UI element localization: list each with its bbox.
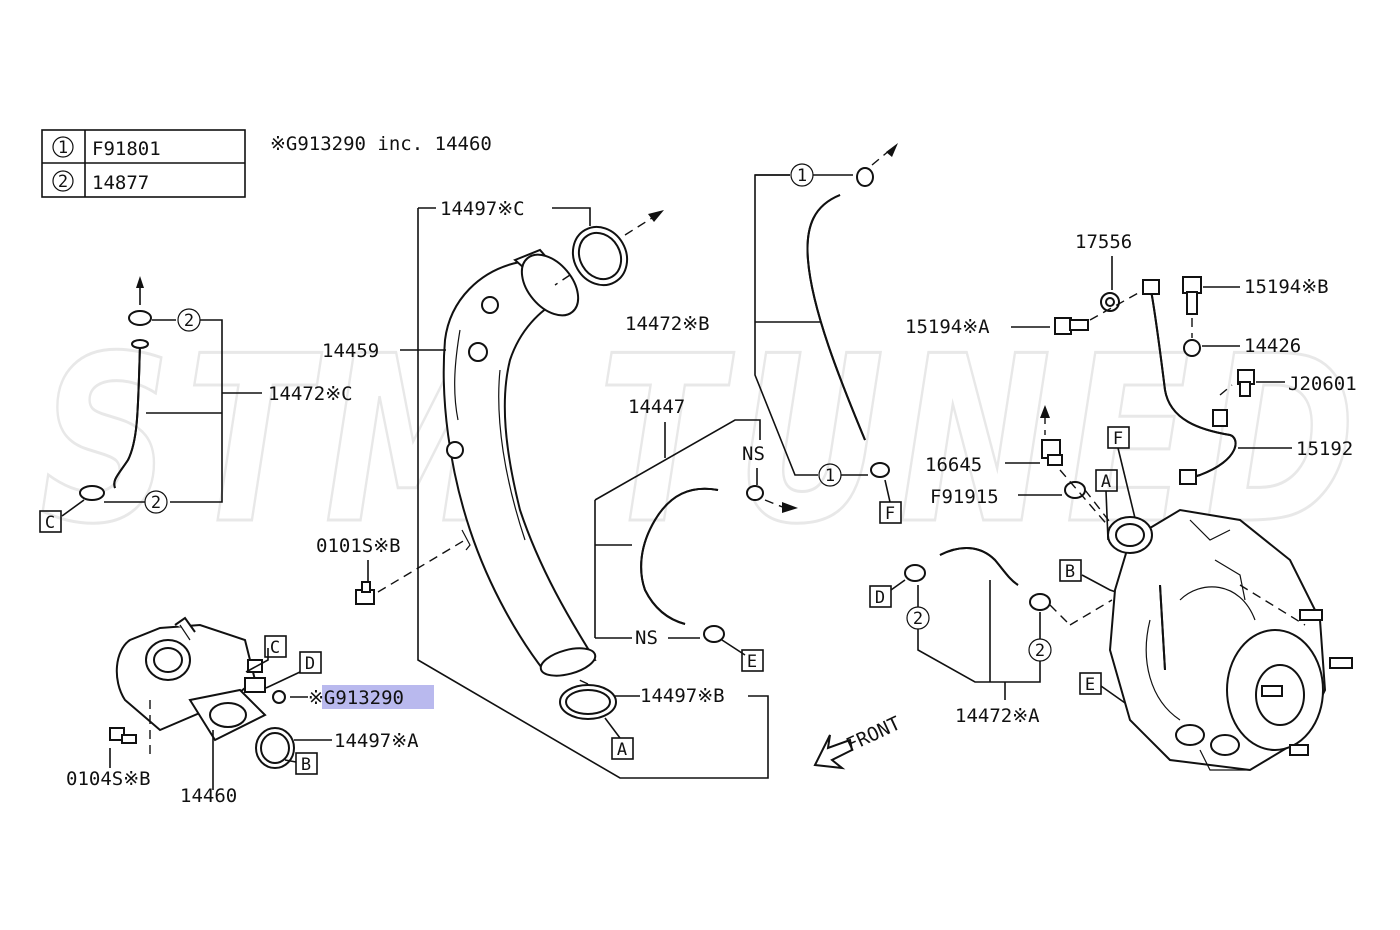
box-a-center: A	[617, 740, 627, 760]
circled-1-top: 1	[797, 166, 807, 186]
label-f91915: F91915	[930, 486, 999, 508]
washer-14426	[1183, 339, 1201, 357]
label-14497b: 14497※B	[640, 685, 725, 707]
bolt-0101sb	[355, 581, 375, 605]
pipe-14459	[442, 248, 597, 677]
legend-part-1: F91801	[92, 138, 161, 160]
hose-14472c	[79, 276, 152, 501]
part-14460-housing	[115, 616, 267, 742]
legend-table: 1 F91801 2 14877	[41, 129, 246, 198]
box-c-left: C	[45, 513, 55, 533]
label-14426: 14426	[1244, 335, 1301, 357]
circled-2-bottom-left: 2	[151, 493, 161, 513]
bolt-15194a	[1054, 317, 1089, 335]
highlight-g913290	[322, 685, 434, 709]
box-f-right: F	[1113, 429, 1123, 449]
hose-14472b	[806, 167, 890, 478]
label-14472b: 14472※B	[625, 313, 710, 335]
gasket-14497c	[571, 225, 629, 287]
label-15194a: 15194※A	[905, 316, 990, 338]
label-14459: 14459	[322, 340, 379, 362]
bolt-15194b	[1182, 276, 1202, 315]
legend-symbol-1	[52, 136, 74, 158]
label-0101sb: 0101S※B	[316, 535, 401, 557]
box-b-right: B	[1065, 562, 1075, 582]
legend-symbol-2	[52, 170, 74, 192]
legend-symbol-1-text: 1	[58, 138, 68, 158]
box-f-center: F	[885, 504, 895, 524]
banjo-16645	[1041, 439, 1063, 466]
label-14447: 14447	[628, 396, 685, 418]
o-ring	[272, 690, 286, 704]
washer-17556	[1100, 292, 1120, 312]
turbocharger	[1107, 508, 1353, 772]
hose-14447	[640, 485, 764, 643]
box-d-right: D	[875, 588, 885, 608]
label-14472c: 14472※C	[268, 383, 353, 405]
box-a-right: A	[1101, 472, 1111, 492]
clamp-top-left	[128, 310, 152, 326]
box-e-center: E	[747, 652, 757, 672]
circled-1-bottom: 1	[825, 466, 835, 486]
label-15194b: 15194※B	[1244, 276, 1329, 298]
label-14497a: 14497※A	[334, 730, 419, 752]
oil-line-15192	[1142, 279, 1237, 485]
box-c-throttle: C	[270, 638, 280, 658]
hose-14472a	[904, 547, 1051, 611]
label-g913290: ※G913290	[308, 687, 404, 709]
gasket-14497a	[255, 727, 295, 769]
circled-2-hose-left: 2	[913, 609, 923, 629]
legend-part-2: 14877	[92, 172, 149, 194]
label-17556: 17556	[1075, 231, 1132, 253]
box-b-throttle: B	[301, 755, 311, 775]
label-j20601: J20601	[1288, 373, 1357, 395]
front-arrow-icon	[813, 734, 854, 770]
circled-2-top-left: 2	[184, 311, 194, 331]
label-front: FRONT	[843, 712, 904, 756]
circled-2-hose-right: 2	[1035, 641, 1045, 661]
box-e-right: E	[1085, 675, 1095, 695]
label-0104sb: 0104S※B	[66, 768, 151, 790]
label-15192: 15192	[1296, 438, 1353, 460]
clamp-bottom-left	[79, 485, 105, 501]
label-14472a: 14472※A	[955, 705, 1040, 727]
label-16645: 16645	[925, 454, 982, 476]
box-d-throttle: D	[305, 654, 315, 674]
pipe-flange-upper	[520, 253, 580, 317]
label-ns-lower: NS	[635, 627, 658, 649]
label-ns-upper: NS	[742, 443, 765, 465]
legend-symbol-2-text: 2	[58, 172, 68, 192]
legend-note: ※G913290 inc. 14460	[270, 133, 492, 155]
gasket-14497b	[559, 684, 617, 720]
bolt-0104sb	[109, 727, 137, 744]
label-14497c: 14497※C	[440, 198, 525, 220]
pipe-flange-lower	[539, 647, 597, 677]
bolt-j20601	[1237, 369, 1255, 397]
label-14460: 14460	[180, 785, 237, 807]
